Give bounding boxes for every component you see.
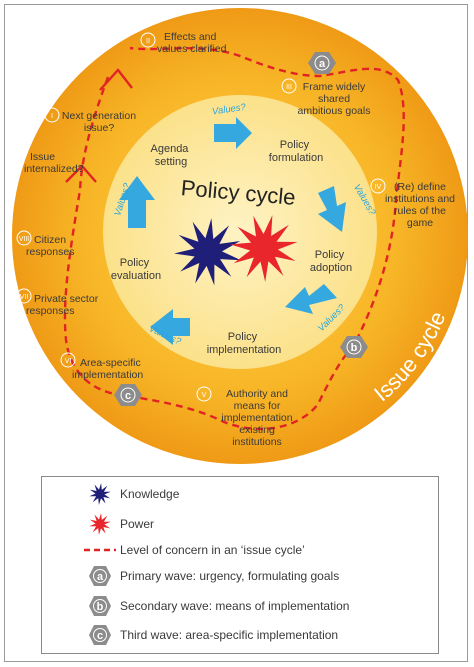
power-star-icon xyxy=(230,215,298,282)
legend-item-third-wave: c Third wave: area-specific implementati… xyxy=(80,624,338,646)
badge-c-icon: c xyxy=(114,384,142,406)
svg-text:a: a xyxy=(97,571,104,583)
concern-line-arrowhead xyxy=(99,68,133,91)
svg-text:c: c xyxy=(125,390,131,402)
legend-label: Primary wave: urgency, formulating goals xyxy=(120,569,340,583)
policy-issue-cycle-diagram: Issue cycle Policy cycle Values? Values?… xyxy=(12,8,468,464)
figure-frame xyxy=(4,4,468,662)
svg-text:IV: IV xyxy=(375,184,382,191)
dashed-line-icon xyxy=(80,539,120,561)
legend-item-concern: Level of concern in an ‘issue cycle’ xyxy=(80,539,305,561)
concern-line-arrowhead xyxy=(65,164,97,183)
badge-a-icon: a xyxy=(80,565,120,587)
svg-text:V: V xyxy=(202,392,207,399)
legend-item-primary-wave: a Primary wave: urgency, formulating goa… xyxy=(80,565,339,587)
legend-label: Power xyxy=(120,517,155,531)
arrow-evaluation-to-agenda xyxy=(119,176,155,228)
legend-label: Secondary wave: means of implementation xyxy=(120,599,350,613)
badge-b-icon: b xyxy=(80,595,120,617)
badge-b-icon: b xyxy=(340,336,368,358)
stage-policy-implementation: Policy implementation xyxy=(207,331,282,356)
legend-item-secondary-wave: b Secondary wave: means of implementatio… xyxy=(80,595,349,617)
legend-label: Third wave: area-specific implementation xyxy=(120,628,339,642)
knowledge-star-icon xyxy=(80,483,120,505)
legend-box: Knowledge Power Level of concern in an ‘… xyxy=(41,476,439,654)
stage-policy-adoption: Policy adoption xyxy=(310,249,352,274)
issue-cycle-concern-line xyxy=(63,46,405,431)
svg-text:a: a xyxy=(319,58,326,70)
knowledge-star-icon xyxy=(174,218,241,286)
svg-text:VI: VI xyxy=(65,358,72,365)
stage-agenda-setting: Agenda setting xyxy=(151,143,192,168)
svg-text:c: c xyxy=(97,630,103,642)
arrow-implementation-to-evaluation xyxy=(150,309,190,345)
svg-text:b: b xyxy=(97,601,104,613)
stage-policy-formulation: Policy formulation xyxy=(269,139,323,164)
values-label: Values? xyxy=(211,102,247,118)
legend-label: Knowledge xyxy=(120,487,180,501)
legend-label: Level of concern in an ‘issue cycle’ xyxy=(120,543,305,557)
arrow-formulation-to-adoption xyxy=(318,186,346,232)
legend-item-power: Power xyxy=(80,513,154,535)
badge-a-icon: a xyxy=(308,52,336,74)
svg-text:II: II xyxy=(146,38,150,45)
svg-text:VIII: VIII xyxy=(19,236,30,243)
svg-text:VII: VII xyxy=(20,294,29,301)
arrow-adoption-to-implementation xyxy=(285,284,337,314)
badge-c-icon: c xyxy=(80,624,120,646)
svg-text:I: I xyxy=(51,113,53,120)
stage-policy-evaluation: Policy evaluation xyxy=(111,257,161,282)
power-star-icon xyxy=(80,513,120,535)
legend-item-knowledge: Knowledge xyxy=(80,483,179,505)
arrow-agenda-to-formulation xyxy=(214,117,252,149)
svg-text:III: III xyxy=(286,84,292,91)
svg-text:b: b xyxy=(351,342,358,354)
